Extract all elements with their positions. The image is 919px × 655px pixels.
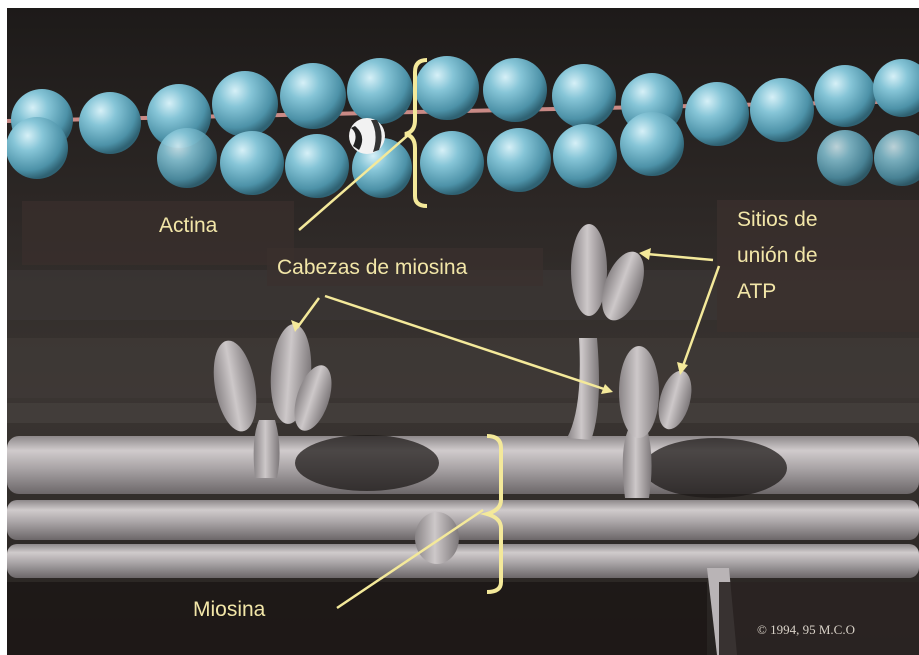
label-sitios-line-3: ATP	[737, 280, 776, 304]
label-actina: Actina	[159, 214, 217, 238]
diagram-illustration	[7, 8, 919, 655]
myosin-head-small	[415, 512, 459, 564]
copyright-text: © 1994, 95 M.C.O	[757, 622, 855, 638]
label-box-miosina	[7, 582, 707, 655]
label-box-copyright	[719, 582, 919, 655]
background-band	[7, 338, 919, 398]
background-band	[7, 403, 919, 423]
actin-binding-site	[349, 118, 385, 154]
label-box-actina	[22, 201, 294, 265]
label-miosina: Miosina	[193, 598, 265, 622]
label-sitios-line-1: Sitios de	[737, 208, 818, 232]
label-sitios-line-2: unión de	[737, 244, 818, 268]
label-cabezas-de-miosina: Cabezas de miosina	[277, 256, 467, 280]
diagram-frame: Actina Cabezas de miosina Sitios de unió…	[7, 8, 919, 655]
